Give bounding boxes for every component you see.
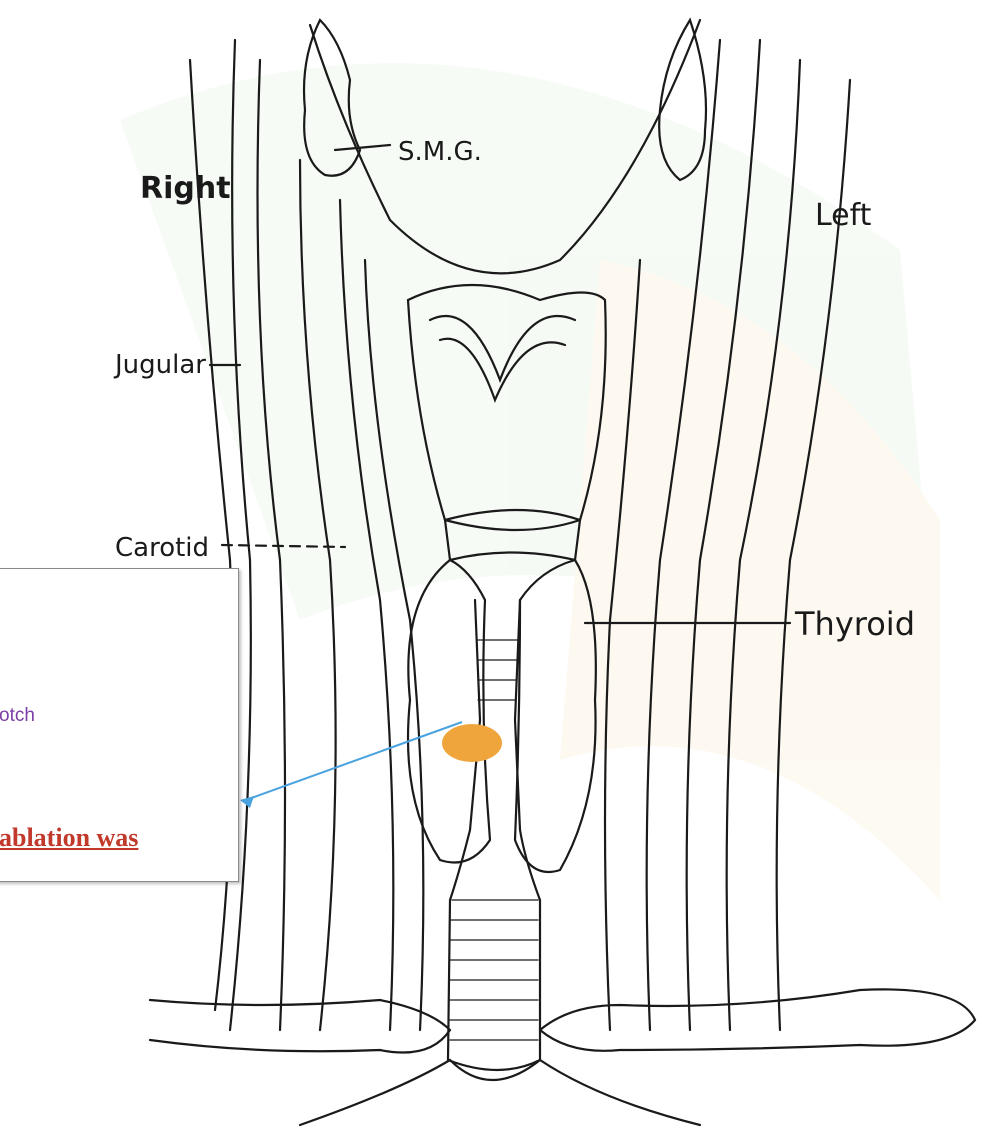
label-right: Right — [140, 171, 231, 206]
clavicle-left — [540, 989, 975, 1050]
label-thyroid: Thyroid — [794, 605, 915, 643]
clavicle-right — [150, 1000, 450, 1053]
callout-text-line2: ablation was — [0, 823, 138, 853]
callout-arrow — [240, 722, 462, 808]
label-left: Left — [815, 198, 872, 233]
label-smg: S.M.G. — [398, 137, 482, 167]
label-jugular: Jugular — [113, 350, 206, 380]
callout-box: otch ablation was — [0, 568, 239, 882]
thyroid-lobe-right — [408, 560, 490, 863]
ablation-site-marker — [442, 724, 502, 762]
callout-text-line1: otch — [0, 705, 35, 727]
label-carotid: Carotid — [115, 533, 209, 563]
